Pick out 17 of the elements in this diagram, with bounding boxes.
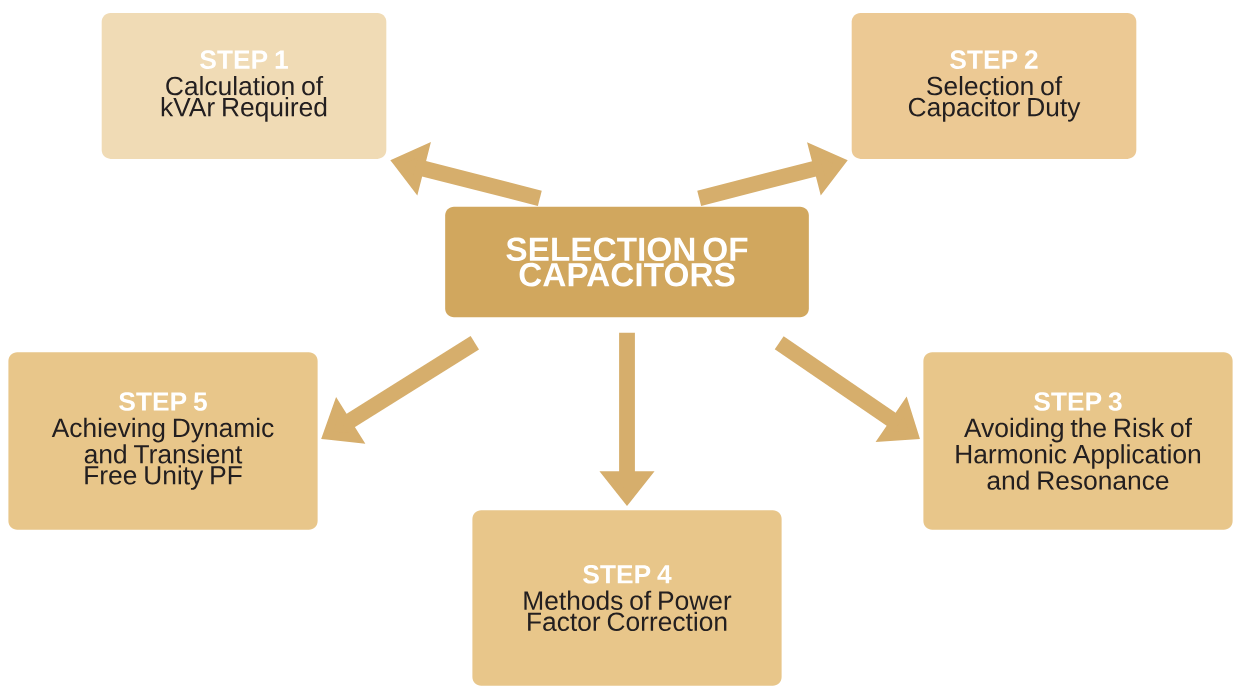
box-title: SELECTION OF CAPACITORS bbox=[506, 237, 748, 287]
step-box bbox=[923, 352, 1233, 530]
step-heading: STEP 5 bbox=[119, 392, 207, 411]
step-description: Avoiding the Risk of Harmonic Application and Resonance bbox=[956, 417, 1200, 490]
step-heading: STEP 3 bbox=[1034, 392, 1122, 411]
step-description: Selection of Capacitor Duty bbox=[908, 76, 1081, 122]
step-description: Achieving Dynamic and Transient Free Unity PF bbox=[51, 417, 274, 490]
step-description: Calculation of kVAr Required bbox=[161, 76, 327, 122]
step-box bbox=[101, 13, 387, 159]
step-heading: STEP 2 bbox=[950, 50, 1038, 69]
title-box bbox=[445, 206, 809, 318]
step-description: Methods of Power Factor Correction bbox=[524, 590, 732, 632]
step-heading: STEP 1 bbox=[200, 50, 288, 69]
step-box bbox=[472, 510, 782, 686]
step-box bbox=[851, 13, 1137, 159]
step-heading: STEP 4 bbox=[583, 564, 672, 584]
step-box bbox=[8, 352, 318, 530]
